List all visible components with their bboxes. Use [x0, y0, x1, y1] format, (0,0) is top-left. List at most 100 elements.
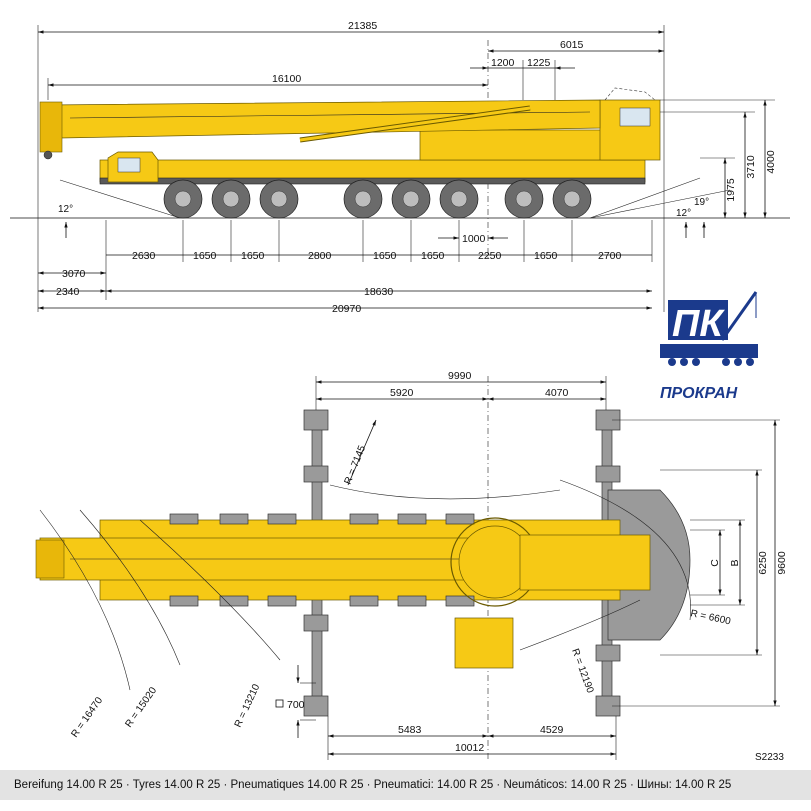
outrigger-pad-front-bottom	[303, 695, 329, 717]
drawing-code: S2233	[755, 752, 784, 763]
wheel-4-rim	[354, 190, 372, 208]
operator-cab-top	[454, 617, 514, 669]
outrigger-mid-front-top	[303, 465, 329, 483]
dim-chassis-length-label: 20970	[332, 303, 361, 315]
footer-bar	[0, 770, 811, 800]
dim-boom-length-label: 16100	[272, 73, 301, 85]
axle-spacing-6: 1650	[421, 250, 445, 262]
r6600-label: R = 6600	[689, 608, 732, 627]
r12190-label: R = 12190	[569, 647, 595, 695]
dim-base-front-label: 5483	[398, 724, 422, 736]
angle-rear-a-label: 19°	[694, 197, 709, 208]
hook-block	[43, 150, 53, 160]
dim-front-2340-label: 2340	[56, 286, 80, 298]
luffing-cylinder-inner	[299, 106, 531, 142]
dim-center-label: 1000	[462, 233, 486, 245]
wheel-6-rim	[450, 190, 468, 208]
approach-angle-line	[59, 179, 181, 219]
pad-size-label: 700	[287, 699, 305, 711]
r7145-leader	[347, 419, 377, 486]
outrigger-mid-rear-top	[595, 465, 621, 483]
tyre-top-5	[397, 513, 427, 525]
dim-rear-6015-label: 6015	[560, 39, 584, 51]
tyre-top-4	[349, 513, 379, 525]
axle-spacing-3: 1650	[241, 250, 265, 262]
superstructure-top	[519, 534, 651, 591]
dim-base-rear-label: 4529	[540, 724, 564, 736]
outrigger-mid-rear-bottom	[595, 644, 621, 662]
axle-spacing-9: 2700	[598, 250, 622, 262]
r16470-label: R = 16470	[69, 695, 105, 740]
logo-wheel-5	[734, 358, 742, 366]
departure-angle-line-a	[589, 177, 701, 219]
wheel-7-rim	[515, 190, 533, 208]
arc-r6600	[559, 479, 691, 621]
tyre-bot-1	[169, 595, 199, 607]
tyre-bot-4	[349, 595, 379, 607]
footer-tyres: Bereifung 14.00 R 25 · Tyres 14.00 R 25 …	[14, 779, 732, 791]
logo-wheel-3	[692, 358, 700, 366]
axle-spacing-1: 2630	[132, 250, 156, 262]
logo-letters: ПК	[672, 303, 725, 345]
tyre-top-6	[445, 513, 475, 525]
cab-window	[117, 157, 141, 173]
dim-width-total-label: 9600	[776, 551, 788, 575]
dim-front-3070-label: 3070	[62, 268, 86, 280]
tyre-top-3	[267, 513, 297, 525]
logo-wheel-4	[722, 358, 730, 366]
arc-r16470	[39, 509, 131, 691]
outrigger-mid-front-bottom	[303, 614, 329, 632]
tyre-bot-5	[397, 595, 427, 607]
arc-r13210	[139, 519, 281, 661]
logo-block	[668, 300, 728, 340]
angle-front-label: 12°	[58, 204, 73, 215]
tyre-top-1	[169, 513, 199, 525]
dim-width-c-label: C	[709, 559, 721, 567]
arc-r12190	[519, 599, 641, 651]
cab-tilt-outline	[604, 87, 656, 101]
logo-wheel-1	[668, 358, 676, 366]
wheel-2-rim	[222, 190, 240, 208]
outrigger-pad-front-top	[303, 409, 329, 431]
side-view: 21385 6015 1200 1225 16100	[10, 20, 790, 315]
axle-spacing-7: 2250	[478, 250, 502, 262]
angle-rear-b-label: 12°	[676, 208, 691, 219]
dim-height-total-label: 4000	[765, 150, 777, 174]
dim-overall-length-label: 21385	[348, 20, 377, 32]
operator-cab-window	[619, 107, 651, 127]
axle-spacing-row: 2630 1650 1650 2800 1650 1650 2250 1650 …	[105, 220, 653, 300]
dim-height-chassis-label: 1975	[725, 178, 737, 202]
wheel-5-rim	[402, 190, 420, 208]
top-view: 9990 5920 4070	[35, 370, 788, 763]
wheels	[163, 179, 592, 219]
axle-spacing-5: 1650	[373, 250, 397, 262]
r13210-label: R = 13210	[233, 682, 263, 729]
tyre-bot-2	[219, 595, 249, 607]
boom-head-top	[35, 539, 65, 579]
dim-width-inner-label: 6250	[757, 551, 769, 575]
dim-height-cab-label: 3710	[745, 155, 757, 179]
tyre-top-2	[219, 513, 249, 525]
axle-spacing-8: 1650	[534, 250, 558, 262]
departure-angle-line-b	[589, 189, 731, 219]
prokran-logo: ПК ПРОКРАН	[660, 291, 758, 402]
tyre-bot-3	[267, 595, 297, 607]
dim-outrigger-rear-label: 4070	[545, 387, 569, 399]
logo-name: ПРОКРАН	[660, 385, 738, 402]
dim-width-b-label: B	[729, 559, 741, 566]
logo-wheel-2	[680, 358, 688, 366]
wheel-1-rim	[174, 190, 192, 208]
wheel-3-rim	[270, 190, 288, 208]
arc-r15020	[79, 509, 181, 666]
logo-wheel-6	[746, 358, 754, 366]
axle-spacing-4: 2800	[308, 250, 332, 262]
r7145-label: R = 7145	[343, 444, 369, 486]
r15020-label: R = 15020	[123, 685, 159, 730]
dim-1200-label: 1200	[491, 57, 515, 69]
boom-head	[39, 101, 63, 153]
tyres-top	[169, 513, 475, 607]
pad-square-icon	[275, 699, 284, 708]
dim-outrigger-front-label: 5920	[390, 387, 414, 399]
dim-base-total-label: 10012	[455, 742, 484, 754]
